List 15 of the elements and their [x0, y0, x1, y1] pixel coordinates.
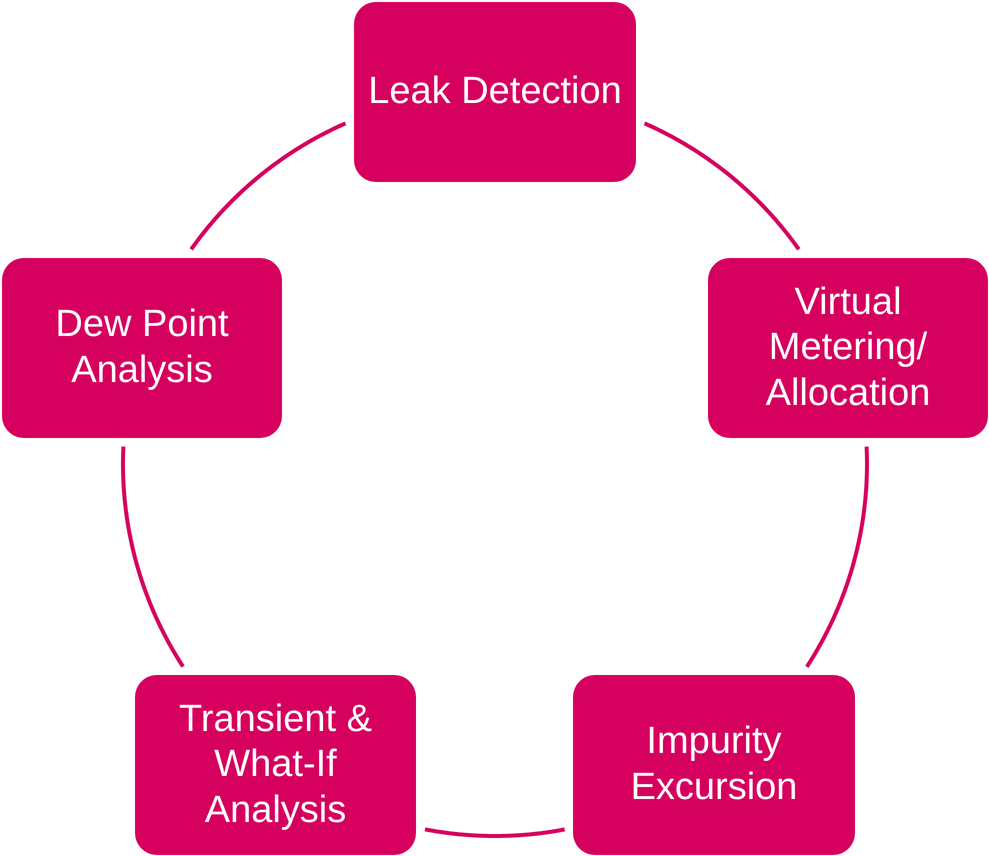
- box-label: Leak Detection: [368, 69, 622, 114]
- connector-arc: [121, 446, 185, 668]
- process-box: [2, 258, 282, 438]
- box-label: Transient & What-If Analysis: [178, 696, 373, 833]
- process-box: [354, 2, 636, 182]
- connector-arc: [644, 122, 800, 250]
- connector-arc: [805, 446, 869, 668]
- connector-arc: [424, 827, 566, 838]
- box-label: Dew Point Analysis: [54, 302, 230, 393]
- process-box: [708, 258, 988, 438]
- box-label: Impurity Excursion: [630, 719, 798, 810]
- process-box: [135, 675, 416, 855]
- process-box: [573, 675, 855, 855]
- connector-arc: [190, 122, 346, 250]
- box-label: Virtual Metering/ Allocation: [764, 280, 932, 416]
